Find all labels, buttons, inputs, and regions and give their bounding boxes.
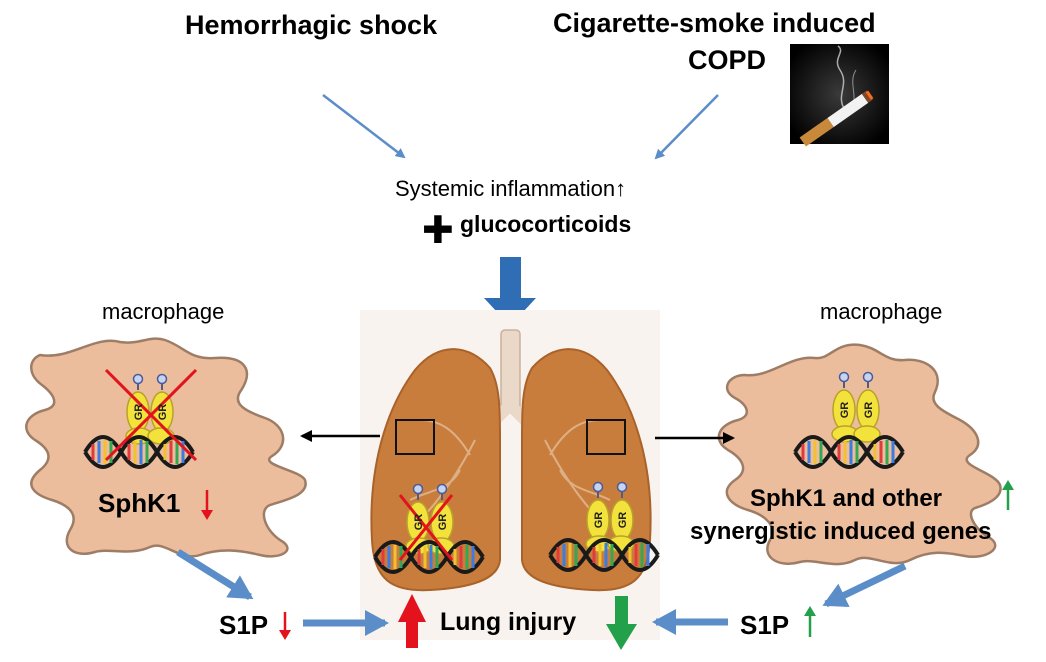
label-s1p-right: S1P	[740, 610, 790, 640]
label-s1p-left: S1P	[219, 610, 269, 640]
big-down-arrow	[484, 257, 536, 326]
label-glucocorticoids: glucocorticoids	[460, 211, 632, 237]
arrow-shock-to-inflammation	[322, 94, 406, 159]
label-systemic-inflammation: Systemic inflammation↑	[395, 176, 627, 201]
macrophage-right	[717, 343, 1002, 566]
arrow-sphk1-to-s1p-left	[176, 549, 254, 600]
red-x-icon	[398, 494, 454, 561]
arrow-genes-to-s1p-right	[822, 562, 907, 608]
label-copd-line1: Cigarette-smoke induced	[553, 8, 876, 38]
label-sphk1-right-line1: SphK1 and other	[750, 485, 943, 512]
label-hemorrhagic-shock: Hemorrhagic shock	[185, 10, 438, 40]
lung-injury-down-arrow	[606, 596, 637, 650]
plus-icon: ✚	[422, 210, 454, 252]
s1p-right-up-arrow	[804, 606, 816, 637]
label-copd-line2: COPD	[688, 45, 767, 75]
lungs-illustration	[370, 329, 652, 592]
label-macrophage-left: macrophage	[102, 299, 225, 324]
cigarette-smoke-photo	[790, 44, 889, 147]
label-lung-injury: Lung injury	[440, 608, 577, 636]
sphk1-right-up-arrow	[1002, 480, 1014, 510]
sphk1-down-arrow	[201, 490, 213, 520]
s1p-left-down-arrow	[279, 612, 291, 640]
label-sphk1-right-line2: synergistic induced genes	[690, 518, 992, 545]
red-x-icon	[104, 368, 198, 462]
arrow-copd-to-inflammation	[654, 94, 719, 160]
label-macrophage-right: macrophage	[820, 299, 943, 324]
label-sphk1-left: SphK1	[98, 488, 181, 518]
lung-injury-up-arrow	[398, 594, 426, 648]
